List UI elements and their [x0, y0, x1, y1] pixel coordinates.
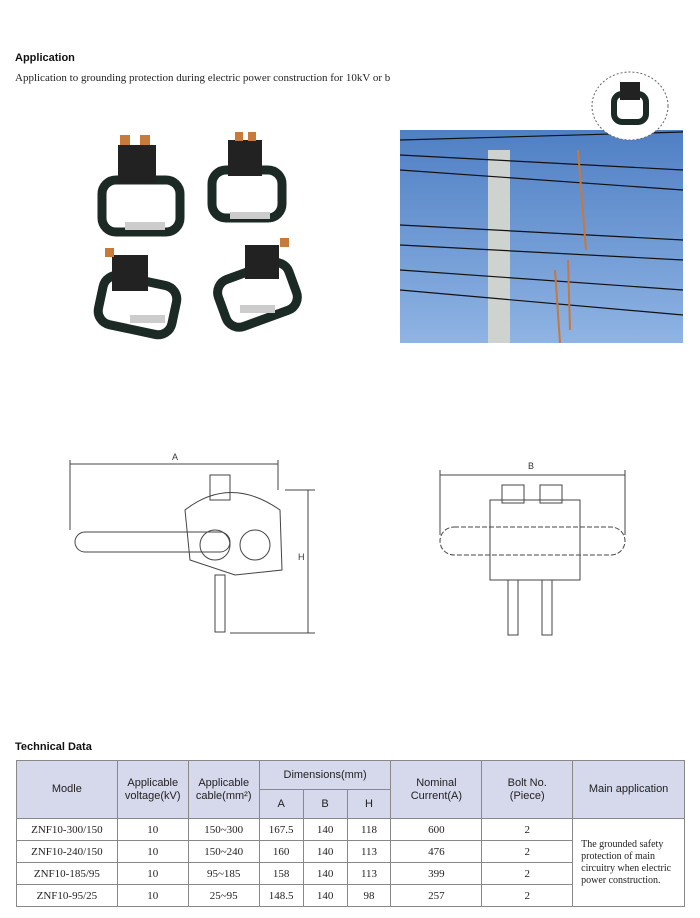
cell-dim-a: 148.5: [258, 884, 304, 907]
header-main-application: Main application: [572, 760, 685, 819]
cell-dim-b: 140: [302, 884, 348, 907]
cell-dim-b: 140: [302, 818, 348, 841]
cell-model: ZNF10-300/150: [16, 818, 118, 841]
cell-bolt: 2: [481, 818, 574, 841]
cell-current: 257: [390, 884, 483, 907]
cell-bolt: 2: [481, 862, 574, 885]
cell-dim-a: 160: [258, 840, 304, 863]
dim-h-label: H: [298, 552, 305, 562]
side-view-diagram: A H: [69, 452, 315, 634]
cell-cable: 150~300: [187, 818, 260, 841]
cell-dim-b: 140: [302, 840, 348, 863]
cell-cable: 25~95: [187, 884, 260, 907]
cell-current: 476: [390, 840, 483, 863]
header-a: A: [258, 789, 304, 819]
cell-voltage: 10: [116, 862, 189, 885]
cell-dim-b: 140: [302, 862, 348, 885]
cell-bolt: 2: [481, 840, 574, 863]
header-b: B: [302, 789, 348, 819]
cell-dim-a: 167.5: [258, 818, 304, 841]
cell-model: ZNF10-95/25: [16, 884, 118, 907]
cell-dim-h: 113: [346, 840, 392, 863]
installation-photo: [399, 130, 684, 344]
front-view-diagram: B: [439, 461, 626, 636]
cell-bolt: 2: [481, 884, 574, 907]
application-heading: Application: [15, 52, 75, 64]
cell-cable: 95~185: [187, 862, 260, 885]
dim-b-label: B: [528, 461, 534, 471]
cell-voltage: 10: [116, 840, 189, 863]
cell-dim-h: 118: [346, 818, 392, 841]
callout-bubble: [591, 71, 669, 141]
header-model: Modle: [16, 760, 118, 819]
cell-model: ZNF10-240/150: [16, 840, 118, 863]
technical-data-heading: Technical Data: [15, 741, 92, 753]
cell-current: 600: [390, 818, 483, 841]
cell-main-application: The grounded safety protection of main c…: [572, 818, 685, 907]
header-bolt: Bolt No.(Piece): [481, 760, 574, 819]
dim-a-label: A: [172, 452, 178, 462]
application-text: Application to grounding protection duri…: [15, 72, 391, 84]
header-h: H: [346, 789, 392, 819]
cell-dim-a: 158: [258, 862, 304, 885]
cell-voltage: 10: [116, 884, 189, 907]
cell-voltage: 10: [116, 818, 189, 841]
cell-dim-h: 98: [346, 884, 392, 907]
cell-dim-h: 113: [346, 862, 392, 885]
cell-current: 399: [390, 862, 483, 885]
cell-cable: 150~240: [187, 840, 260, 863]
product-photos: [93, 132, 302, 340]
cell-model: ZNF10-185/95: [16, 862, 118, 885]
header-dimensions: Dimensions(mm): [258, 760, 392, 790]
